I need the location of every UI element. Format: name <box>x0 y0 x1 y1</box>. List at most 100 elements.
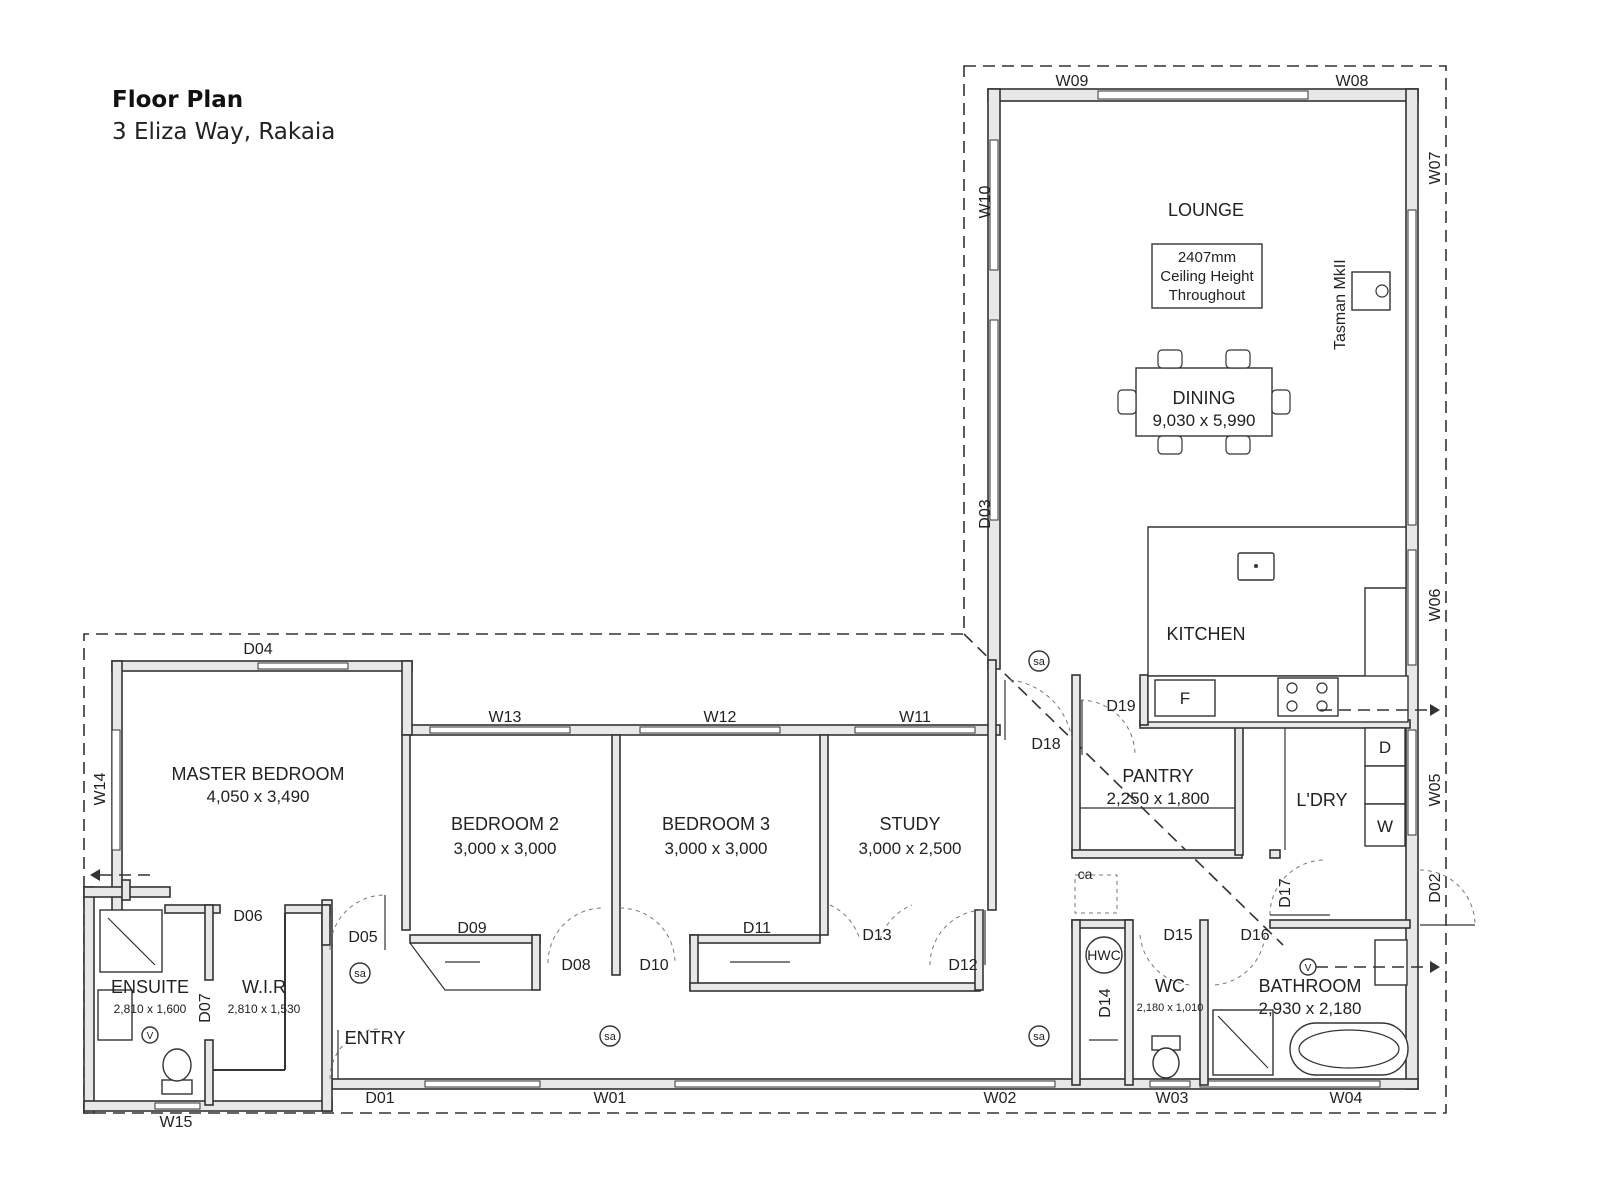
door-label-d13: D13 <box>862 927 891 944</box>
ensuite-vanity-icon <box>97 989 133 1041</box>
ensuite-cistern <box>161 1079 193 1095</box>
plan-address: 3 Eliza Way, Rakaia <box>112 119 336 145</box>
window-label-w14: W14 <box>92 772 109 805</box>
hob-3 <box>1286 700 1298 712</box>
room-dining-dims: 9,030 x 5,990 <box>1152 411 1255 430</box>
room-ensuite-dims: 2,810 x 1,600 <box>114 1002 187 1016</box>
cylinder-label: ca <box>1078 866 1093 882</box>
door-label-d09: D09 <box>457 920 486 937</box>
hob-2 <box>1316 682 1328 694</box>
room-bathroom-dims: 2,930 x 2,180 <box>1258 999 1361 1018</box>
window-label-w05: W05 <box>1427 773 1444 806</box>
fireplace-flue <box>1375 284 1389 298</box>
door-label-d04: D04 <box>243 641 272 658</box>
door-label-d02: D02 <box>1427 873 1444 902</box>
arrow-icon <box>1430 704 1440 716</box>
fridge-label: F <box>1180 689 1190 708</box>
smoke-alarm-icon <box>1028 1025 1050 1047</box>
hot-water-cylinder-icon <box>1085 936 1123 974</box>
window-label-w09: W09 <box>1056 73 1089 90</box>
window-label-w10: W10 <box>977 185 994 218</box>
hob-4 <box>1316 700 1328 712</box>
dryer-label: D <box>1379 738 1391 757</box>
window-label-w06: W06 <box>1427 588 1444 621</box>
window-marks <box>111 90 1417 1110</box>
room-bed2-dims: 3,000 x 3,000 <box>453 839 556 858</box>
room-master-dims: 4,050 x 3,490 <box>206 787 309 806</box>
ceiling-note-line3: Throughout <box>1169 287 1247 304</box>
door-label-d19: D19 <box>1106 698 1135 715</box>
door-label-d08: D08 <box>561 957 590 974</box>
robe-angle <box>409 942 532 991</box>
room-pantry: PANTRY <box>1122 766 1193 786</box>
smoke-alarm-label: sa <box>1033 656 1046 668</box>
door-label-d10: D10 <box>639 957 668 974</box>
ensuite-shower-diag <box>107 917 156 966</box>
door-label-d01: D01 <box>365 1090 394 1107</box>
room-study: STUDY <box>879 814 940 834</box>
bath-icon <box>1289 1022 1409 1076</box>
fireplace-label: Tasman MkII <box>1332 259 1349 350</box>
door-label-d12: D12 <box>948 957 977 974</box>
door-label-d07: D07 <box>197 993 214 1022</box>
window-label-w04: W04 <box>1330 1090 1363 1107</box>
door-label-d06: D06 <box>233 908 262 925</box>
door-swings <box>329 679 1476 1080</box>
room-bathroom: BATHROOM <box>1259 976 1362 996</box>
room-bed3-dims: 3,000 x 3,000 <box>664 839 767 858</box>
ceiling-note-line2: Ceiling Height <box>1160 268 1254 285</box>
vent-label: V <box>147 1031 154 1042</box>
dryer-icon <box>1364 727 1406 767</box>
ceiling-note-line1: 2407mm <box>1178 249 1236 266</box>
title-block: Floor Plan 3 Eliza Way, Rakaia <box>112 84 335 148</box>
window-label-w08: W08 <box>1336 73 1369 90</box>
door-label-d15: D15 <box>1163 927 1192 944</box>
smoke-alarm-label: sa <box>1033 1031 1046 1043</box>
door-label-d03: D03 <box>977 499 994 528</box>
room-master: MASTER BEDROOM <box>171 764 344 784</box>
toilet-icon <box>1152 1047 1180 1079</box>
door-label-d18: D18 <box>1031 736 1060 753</box>
smoke-alarm-label: sa <box>604 1031 617 1043</box>
room-pantry-dims: 2,250 x 1,800 <box>1106 789 1209 808</box>
washer-icon <box>1364 803 1406 847</box>
room-wc: WC <box>1155 976 1185 996</box>
room-laundry: L'DRY <box>1296 790 1347 810</box>
window-label-w01: W01 <box>594 1090 627 1107</box>
laundry-tub-icon <box>1364 765 1406 805</box>
room-bed2: BEDROOM 2 <box>451 814 559 834</box>
room-kitchen: KITCHEN <box>1166 624 1245 644</box>
door-label-d17: D17 <box>1277 878 1294 907</box>
room-lounge: LOUNGE <box>1168 200 1244 220</box>
door-label-d11: D11 <box>743 920 771 937</box>
hwc-label: HWC <box>1087 947 1120 963</box>
window-label-w15: W15 <box>160 1114 193 1131</box>
window-label-w11: W11 <box>899 709 931 726</box>
room-wir-dims: 2,810 x 1,530 <box>228 1002 301 1016</box>
bath-inner <box>1298 1029 1400 1069</box>
interior-walls <box>121 659 1411 1106</box>
dining-chairs <box>1117 349 1291 455</box>
vent-label: V <box>1305 963 1312 974</box>
window-label-w12: W12 <box>704 709 737 726</box>
hob-1 <box>1286 682 1298 694</box>
room-wc-dims: 2,180 x 1,010 <box>1137 1002 1204 1014</box>
washer-label: W <box>1377 817 1393 836</box>
vent-icon <box>141 1026 159 1044</box>
fridge-icon <box>1154 679 1216 717</box>
arrow-icon <box>90 869 100 881</box>
door-label-d14: D14 <box>1097 988 1114 1017</box>
room-study-dims: 3,000 x 2,500 <box>858 839 961 858</box>
door-label-d16: D16 <box>1240 927 1269 944</box>
ensuite-toilet-icon <box>162 1048 192 1082</box>
window-label-w07: W07 <box>1427 151 1444 184</box>
room-bed3: BEDROOM 3 <box>662 814 770 834</box>
smoke-alarm-icon <box>599 1025 621 1047</box>
room-dining: DINING <box>1173 388 1236 408</box>
window-label-w13: W13 <box>489 709 522 726</box>
shower-diag <box>1217 1015 1269 1069</box>
kitchen-island <box>1147 526 1407 677</box>
smoke-alarm-icon <box>349 962 371 984</box>
section-line <box>963 633 1284 946</box>
